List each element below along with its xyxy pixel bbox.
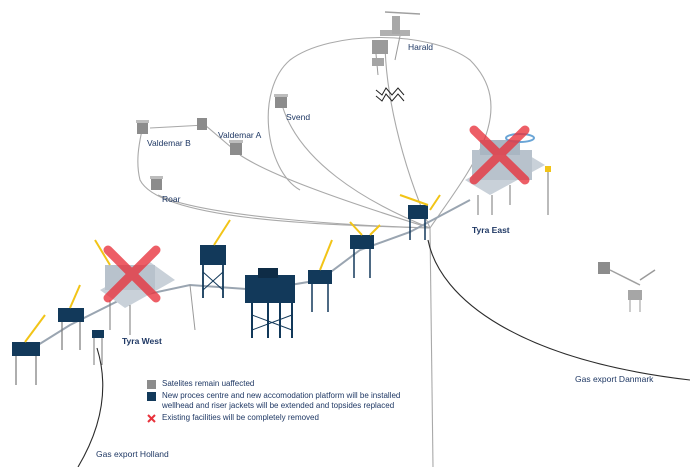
label-valdemar-b: Valdemar B: [147, 138, 191, 148]
red-x-icon: [147, 414, 156, 423]
legend-swatch-grey: [147, 380, 156, 389]
tyra-west-complex: [12, 239, 196, 385]
label-harald: Harald: [408, 42, 434, 52]
pipeline-svend: [282, 107, 431, 229]
tyra-east-removed-x: [469, 125, 530, 185]
legend-text-removed: Existing facilities will be completely r…: [162, 413, 319, 422]
legend-text-new: New proces centre and new accomodation p…: [162, 391, 462, 411]
valdemar-a-platform: [197, 118, 243, 155]
label-gas-export-danmark: Gas export Danmark: [575, 374, 654, 384]
new-accommodation-platform: [200, 219, 231, 298]
new-process-centre: [245, 268, 295, 338]
legend-text-new-line1: New proces centre and new accomodation p…: [162, 391, 401, 400]
pipeline-harald-direct: [384, 39, 431, 229]
pipeline-valdemar-a: [239, 154, 431, 229]
legend-text-unaffected: Satelites remain uaffected: [162, 379, 255, 388]
pipelines: [137, 37, 492, 467]
satellite-platform-east: [598, 262, 656, 312]
label-gas-export-holland: Gas export Holland: [96, 449, 169, 459]
svend-platform: [274, 94, 288, 108]
label-valdemar-a: Valdemar A: [218, 130, 262, 140]
export-holland-line: [77, 347, 104, 467]
export-danmark-line: [427, 239, 690, 381]
legend: Satelites remain uaffected New proces ce…: [147, 379, 462, 425]
tyra-west-removed-x: [103, 245, 161, 303]
roar-platform: [150, 176, 163, 190]
label-tyra-east: Tyra East: [472, 225, 510, 235]
pipeline-roar: [157, 194, 431, 229]
legend-text-new-line2: wellhead and riser jackets will be exten…: [162, 401, 395, 410]
pipeline-harald: [267, 37, 492, 229]
export-pipelines: [77, 239, 690, 467]
legend-row-new: New proces centre and new accomodation p…: [147, 391, 462, 411]
legend-row-unaffected: Satelites remain uaffected: [147, 379, 462, 389]
wellhead-platform-middle: [308, 239, 333, 312]
pipeline-valdemar-b: [137, 129, 431, 229]
pipeline-south: [429, 227, 434, 467]
harald-platform: [372, 11, 421, 102]
legend-swatch-navy: [147, 392, 156, 401]
label-svend: Svend: [286, 112, 311, 122]
valdemar-b-platform: [136, 120, 149, 134]
legend-row-removed: Existing facilities will be completely r…: [147, 413, 462, 423]
label-roar: Roar: [162, 194, 181, 204]
label-tyra-west: Tyra West: [122, 336, 162, 346]
riser-platform-middle: [349, 221, 381, 278]
